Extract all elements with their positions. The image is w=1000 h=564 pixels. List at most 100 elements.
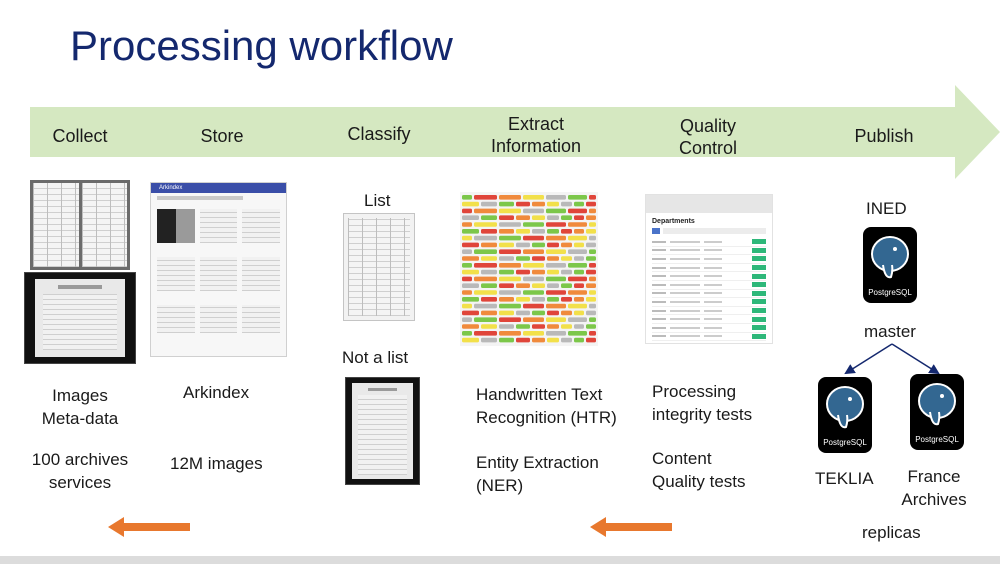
ner-entity-chip bbox=[547, 215, 559, 220]
ner-entity-chip bbox=[481, 242, 497, 248]
ner-entity-chip bbox=[481, 229, 497, 234]
ner-entity-chip bbox=[589, 222, 596, 227]
ner-entity-chip bbox=[523, 222, 544, 227]
ner-entity-chip bbox=[532, 215, 545, 220]
postgresql-caption: PostgreSQL bbox=[868, 288, 912, 297]
ner-entity-chip bbox=[561, 229, 572, 234]
ner-entity-chip bbox=[462, 208, 472, 214]
ner-entity-chip bbox=[499, 256, 514, 261]
ner-entity-chip bbox=[586, 229, 596, 234]
classify-list-label: List bbox=[364, 191, 391, 210]
ner-entity-chip bbox=[516, 201, 530, 207]
collect-metadata-label: Meta-data bbox=[41, 409, 119, 428]
elephant-icon bbox=[826, 386, 864, 429]
ner-entity-chip bbox=[586, 242, 596, 248]
ner-entity-chip bbox=[462, 331, 472, 336]
ner-entity-chip bbox=[568, 290, 587, 295]
ner-entity-chip bbox=[546, 249, 566, 254]
ner-entity-chip bbox=[481, 337, 497, 343]
ner-entity-chip bbox=[561, 215, 572, 220]
quality-table-row bbox=[652, 255, 766, 264]
htr-description: Handwritten Text Recognition (HTR) bbox=[476, 383, 617, 429]
ner-entity-chip bbox=[462, 249, 472, 254]
ner-entity-chip bbox=[499, 331, 521, 336]
quality-screen-title: Departments bbox=[652, 218, 695, 225]
quality-table-row bbox=[652, 324, 766, 333]
ner-entity-chip bbox=[546, 290, 566, 295]
ner-entity-chip bbox=[474, 331, 497, 336]
ner-entity-chip bbox=[499, 317, 521, 322]
page-title: Processing workflow bbox=[70, 22, 453, 69]
publish-master-label: master bbox=[864, 322, 916, 341]
htr-line2: Recognition (HTR) bbox=[476, 408, 617, 427]
stage-publish: Publish bbox=[854, 126, 914, 146]
ner-entity-chip bbox=[499, 276, 521, 282]
ner-entity-chip bbox=[568, 263, 587, 268]
ner-entity-chip bbox=[474, 263, 497, 268]
collect-services-label: services bbox=[48, 473, 112, 492]
ner-entity-chip bbox=[523, 263, 544, 268]
ner-entity-chip bbox=[516, 283, 530, 288]
ner-entity-chip bbox=[523, 290, 544, 295]
ner-entity-chip bbox=[462, 229, 479, 234]
ner-entity-chip bbox=[523, 208, 544, 214]
ner-entity-chip bbox=[532, 256, 545, 261]
collect-description: Images Meta-data bbox=[20, 384, 140, 430]
slide-bottom-bar bbox=[0, 556, 1000, 564]
ner-entity-chip bbox=[481, 297, 497, 302]
ner-entity-chip bbox=[532, 201, 545, 207]
ner-entity-chip bbox=[589, 249, 596, 254]
ner-entity-chip bbox=[462, 235, 472, 241]
not-list-document-image bbox=[345, 377, 420, 485]
ner-entity-chip bbox=[462, 201, 479, 207]
replication-arrows bbox=[844, 343, 940, 375]
ner-entity-chip bbox=[499, 290, 521, 295]
ner-entity-chip bbox=[481, 215, 497, 220]
content-quality-tests: Content Quality tests bbox=[652, 447, 746, 493]
ner-entity-chip bbox=[462, 256, 479, 261]
stage-extract: Extract Information bbox=[476, 113, 596, 157]
ner-entity-chip bbox=[462, 317, 472, 322]
ner-entity-chip bbox=[561, 310, 572, 316]
ner-entity-chip bbox=[546, 303, 566, 309]
feedback-arrow-left bbox=[108, 517, 190, 537]
ner-entity-chip bbox=[499, 208, 521, 214]
ner-entity-chip bbox=[586, 324, 596, 329]
integrity-line2: integrity tests bbox=[652, 405, 753, 424]
ner-entity-chip bbox=[574, 256, 584, 261]
ner-entity-chip bbox=[547, 283, 559, 288]
ner-entity-chip bbox=[516, 337, 530, 343]
ner-entity-chip bbox=[499, 229, 514, 234]
ner-entity-chip bbox=[523, 235, 544, 241]
ner-entity-chip bbox=[499, 310, 514, 316]
ner-entity-chip bbox=[516, 242, 530, 248]
ner-entity-chip bbox=[474, 222, 497, 227]
ner-entity-chip bbox=[481, 256, 497, 261]
ner-description: Entity Extraction (NER) bbox=[476, 451, 599, 497]
ner-entity-chip bbox=[523, 249, 544, 254]
ner-entity-chip bbox=[547, 269, 559, 275]
ner-entity-chip bbox=[547, 201, 559, 207]
ner-entity-chip bbox=[547, 324, 559, 329]
ner-entity-chip bbox=[546, 331, 566, 336]
archive-register-image bbox=[30, 180, 130, 270]
list-document-image bbox=[343, 213, 415, 321]
workflow-arrow-shape bbox=[30, 85, 1000, 179]
ner-entity-chip bbox=[462, 310, 479, 316]
publish-replicas-label: replicas bbox=[862, 523, 921, 542]
ner-entity-chip bbox=[574, 297, 584, 302]
ner-entity-chip bbox=[568, 276, 587, 282]
ner-entity-chip bbox=[589, 317, 596, 322]
quality-table-row bbox=[652, 238, 766, 247]
ner-entity-chip bbox=[561, 337, 572, 343]
ner-entity-chip bbox=[462, 222, 472, 227]
ner-entity-chip bbox=[474, 303, 497, 309]
ner-entity-chip bbox=[532, 297, 545, 302]
ner-entity-chip bbox=[462, 195, 472, 200]
ner-entity-chip bbox=[474, 208, 497, 214]
ner-entity-chip bbox=[568, 195, 587, 200]
integrity-line1: Processing bbox=[652, 382, 737, 401]
ner-entity-chip bbox=[561, 324, 572, 329]
arrow-to-france-archives bbox=[891, 343, 940, 375]
ner-entity-chip bbox=[481, 283, 497, 288]
